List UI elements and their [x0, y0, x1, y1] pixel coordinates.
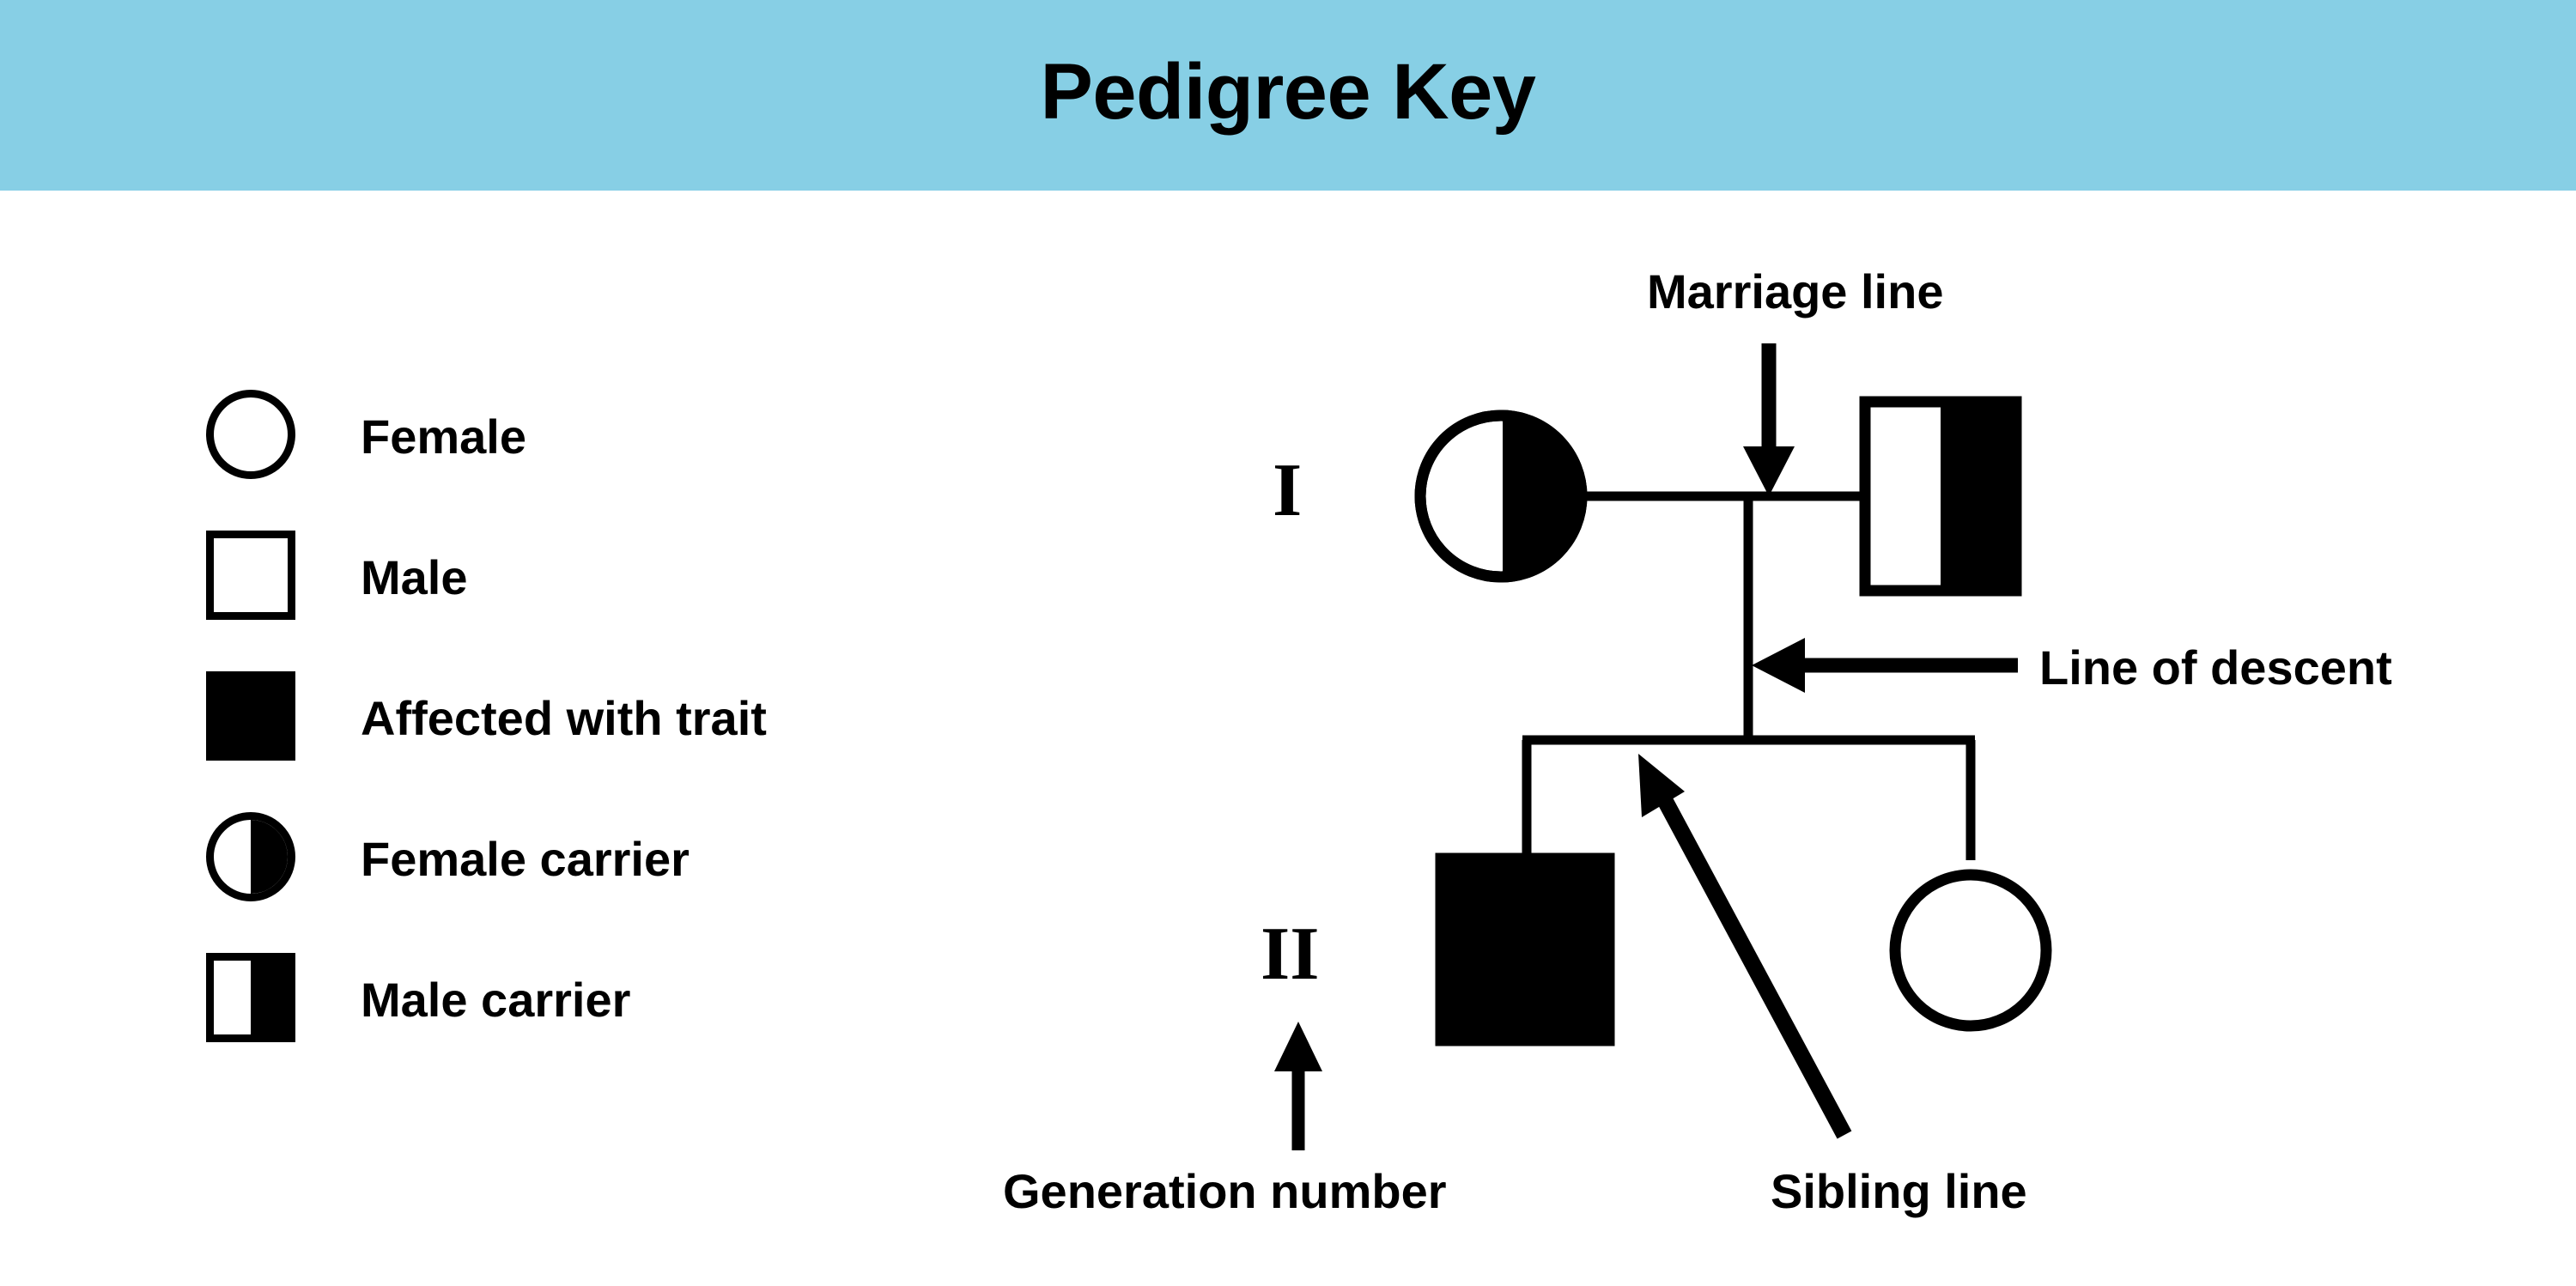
- legend: Female Male Affected with trait Female c…: [206, 378, 979, 1082]
- legend-item-label: Female carrier: [361, 832, 690, 886]
- legend-item-female: Female: [206, 378, 979, 519]
- male-carrier-symbol-icon: [206, 953, 295, 1042]
- sibling-line-label: Sibling line: [1771, 1164, 2027, 1218]
- up-arrow-icon: [1274, 1022, 1322, 1150]
- header-band: [0, 0, 2576, 191]
- legend-item-female-carrier: Female carrier: [206, 800, 979, 941]
- legend-item-affected: Affected with trait: [206, 659, 979, 800]
- male-symbol-icon: [206, 531, 295, 620]
- female-symbol-icon: [206, 390, 295, 479]
- individual-gen2-unaffected-female: [1889, 869, 2052, 1032]
- legend-item-label: Male carrier: [361, 973, 631, 1027]
- legend-item-male: Male: [206, 519, 979, 659]
- female-carrier-symbol-icon: [206, 812, 295, 901]
- affected-symbol-icon: [206, 671, 295, 761]
- legend-item-label: Affected with trait: [361, 691, 767, 745]
- legend-item-male-carrier: Male carrier: [206, 941, 979, 1082]
- individual-gen2-affected-male: [1435, 852, 1615, 1046]
- legend-item-label: Male: [361, 550, 468, 604]
- generation-label-2: II: [1261, 913, 1320, 996]
- marriage-line-label: Marriage line: [1647, 264, 1944, 318]
- generation-label-1: I: [1273, 449, 1303, 532]
- sibling-line: [1522, 735, 1976, 860]
- generation-number-label: Generation number: [1003, 1164, 1447, 1218]
- left-arrow-icon: [1752, 638, 2018, 693]
- line-of-descent-label: Line of descent: [2039, 640, 2392, 695]
- diagonal-up-left-arrow-icon: [1638, 754, 1852, 1139]
- individual-gen1-male-carrier: [1859, 396, 2022, 597]
- page-title: Pedigree Key: [1040, 48, 1536, 136]
- individual-gen1-female-carrier: [1414, 409, 1588, 583]
- legend-item-label: Female: [361, 409, 526, 464]
- down-arrow-icon: [1743, 343, 1795, 496]
